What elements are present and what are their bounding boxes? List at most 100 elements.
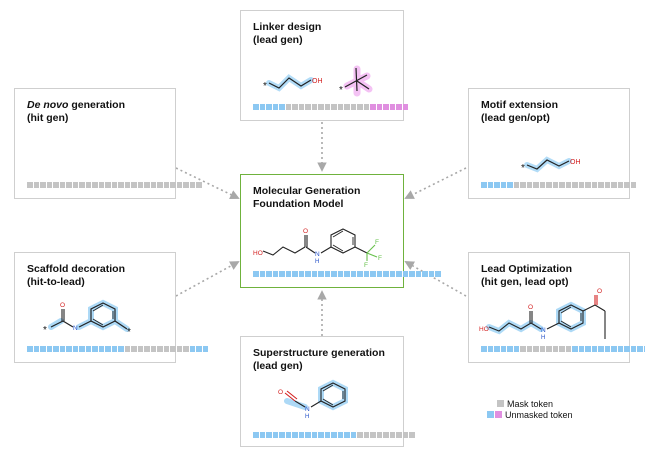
mask-token: [350, 104, 356, 110]
mask-token: [520, 346, 526, 352]
unmasked-token: [298, 271, 304, 277]
denovo-generation-box: De novo generation (hit gen): [14, 88, 202, 199]
mask-token: [526, 346, 532, 352]
mask-token: [591, 182, 597, 188]
mask-token: [604, 182, 610, 188]
unmasked-token: [383, 271, 389, 277]
denovo-title-rest: generation: [68, 99, 126, 111]
unmasked-token: [578, 346, 584, 352]
mask-token: [46, 182, 52, 188]
mask-token: [137, 346, 143, 352]
mask-token: [617, 182, 623, 188]
unmasked-token: [396, 104, 402, 110]
mask-token: [311, 104, 317, 110]
unmasked-token: [435, 271, 441, 277]
unmasked-token: [428, 271, 434, 277]
mask-token: [53, 182, 59, 188]
atom-star: *: [43, 325, 47, 336]
unmasked-token: [253, 432, 259, 438]
mask-token: [33, 182, 39, 188]
mask-token: [85, 182, 91, 188]
scaffold-decoration-box: Scaffold decoration (hit-to-lead) * O N …: [14, 252, 208, 363]
leadopt-molecule: HO O N H O: [479, 288, 606, 341]
mask-token: [389, 432, 395, 438]
atom-star: *: [263, 81, 267, 92]
unmasked-token: [487, 182, 493, 188]
unmasked-token: [279, 271, 285, 277]
unmasked-token: [350, 271, 356, 277]
unmasked-token: [643, 346, 645, 352]
arrow-motif: [404, 167, 467, 199]
unmasked-token: [494, 182, 500, 188]
linker-title: Linker design: [253, 21, 322, 33]
unmasked-token: [389, 271, 395, 277]
center-title: Molecular Generation: [253, 185, 361, 197]
mask-token: [105, 182, 111, 188]
unmasked-token: [311, 271, 317, 277]
unmasked-token: [202, 346, 208, 352]
linker-design-box: Linker design (lead gen) * OH *: [240, 10, 408, 121]
atom-f: F: [364, 262, 368, 269]
unmasked-token: [285, 432, 291, 438]
unmasked-token: [285, 271, 291, 277]
mask-token: [111, 182, 117, 188]
center-subtitle: Foundation Model: [253, 198, 344, 210]
mask-token: [409, 432, 415, 438]
unmasked-token: [383, 104, 389, 110]
token-row: [481, 182, 636, 188]
mask-token: [533, 182, 539, 188]
unmasked-token: [292, 271, 298, 277]
unmasked-token: [389, 104, 395, 110]
unmasked-token: [259, 104, 265, 110]
unmasked-token: [513, 346, 519, 352]
mask-token: [357, 104, 363, 110]
atom-ho: HO: [479, 326, 489, 333]
unmasked-token: [318, 271, 324, 277]
unmasked-token: [481, 346, 487, 352]
unmasked-token: [481, 182, 487, 188]
mask-token: [552, 346, 558, 352]
mask-token: [189, 182, 195, 188]
mask-token: [396, 432, 402, 438]
mask-token: [539, 182, 545, 188]
unmasked-token: [33, 346, 39, 352]
mask-token: [363, 432, 369, 438]
mask-token: [585, 182, 591, 188]
atom-ho: HO: [253, 250, 263, 257]
token-row: [481, 346, 645, 352]
unmasked-token: [59, 346, 65, 352]
token-row: [27, 182, 202, 188]
unmasked-token: [266, 271, 272, 277]
unmasked-token: [305, 271, 311, 277]
mask-token: [72, 182, 78, 188]
unmasked-token: [396, 271, 402, 277]
unmasked-token: [363, 271, 369, 277]
mask-token: [526, 182, 532, 188]
unmasked-token: [85, 346, 91, 352]
unmasked-token: [118, 346, 124, 352]
arrow-scaffold: [175, 261, 240, 297]
token-row: [27, 346, 208, 352]
mask-token: [144, 346, 150, 352]
leadopt-title: Lead Optimization: [481, 263, 573, 275]
unmasked-token: [500, 346, 506, 352]
mask-token: [285, 104, 291, 110]
mask-token: [578, 182, 584, 188]
legend-mask: Mask token: [487, 398, 573, 409]
mask-token: [131, 182, 137, 188]
unmasked-token: [422, 271, 428, 277]
motif-extension-box: Motif extension (lead gen/opt) * OH: [468, 88, 636, 199]
mask-token: [170, 346, 176, 352]
unmasked-token: [324, 271, 330, 277]
mask-token: [163, 346, 169, 352]
unmasked-token: [105, 346, 111, 352]
linker-molecule: * OH *: [263, 65, 373, 97]
atom-oh: OH: [312, 78, 323, 85]
mask-token: [124, 346, 130, 352]
mask-swatch: [497, 400, 504, 407]
mask-token: [383, 432, 389, 438]
unmasked-token: [305, 432, 311, 438]
unmasked-pink-swatch: [495, 411, 502, 418]
unmasked-token: [402, 271, 408, 277]
